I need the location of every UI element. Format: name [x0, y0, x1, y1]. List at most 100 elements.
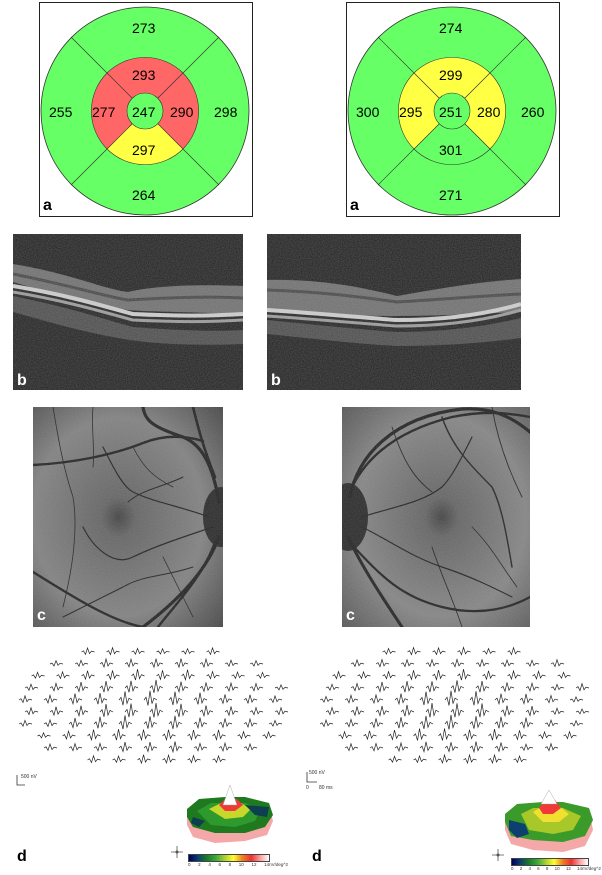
mferg-trace	[18, 719, 33, 727]
mferg-trace	[457, 669, 471, 681]
mferg-trace	[425, 658, 440, 668]
etdrs-chart-right	[347, 6, 557, 216]
mferg-trace	[174, 681, 189, 694]
mferg-trace	[550, 683, 565, 692]
mferg-trace	[413, 754, 427, 764]
mferg-trace	[538, 730, 552, 740]
fundus-image-left: c	[33, 407, 223, 627]
etdrs-chart-left	[40, 6, 250, 216]
scale-amplitude-left: 500 nV	[21, 774, 37, 780]
mferg-trace	[319, 718, 334, 728]
mferg-trace	[494, 693, 509, 706]
mferg-trace	[438, 728, 452, 741]
outer-right-value: 298	[214, 104, 238, 120]
mferg-trace	[507, 646, 521, 656]
mferg-trace	[350, 658, 365, 668]
inner-inferior	[413, 110, 491, 165]
mferg-trace	[74, 682, 89, 693]
mferg-trace	[262, 730, 276, 740]
mferg-trace	[218, 694, 233, 705]
mferg-trace	[43, 742, 58, 752]
etdrs-map-left: 273 255 298 264 293 277 290 297 247 a	[39, 2, 253, 217]
mferg-trace	[532, 669, 546, 680]
inner-superior	[106, 57, 184, 112]
mferg-trace	[274, 706, 289, 716]
mferg-trace	[118, 691, 133, 706]
mferg-trace	[500, 658, 515, 668]
mferg-trace	[168, 741, 183, 754]
mferg-trace	[156, 647, 170, 655]
oct-image-left	[13, 234, 243, 390]
mferg-trace	[43, 693, 58, 704]
mferg-trace	[325, 683, 340, 692]
mferg-trace	[68, 693, 83, 706]
mferg-trace	[513, 755, 527, 764]
mferg-trace	[419, 741, 434, 753]
mferg-trace	[174, 703, 189, 718]
mferg-trace	[344, 718, 359, 728]
mferg-trace-array-right	[319, 646, 590, 765]
mferg-trace	[43, 718, 58, 728]
mferg-trace	[49, 682, 64, 692]
mferg-trace	[432, 646, 446, 656]
oct-scan-right: b	[267, 234, 521, 390]
panel-label-b-left: b	[17, 372, 27, 389]
mferg-trace	[181, 647, 195, 655]
mferg-trace	[375, 681, 390, 693]
outer-inferior-value: 264	[132, 187, 156, 203]
mferg-trace	[93, 742, 108, 752]
mferg-trace	[544, 719, 559, 728]
mferg-trace	[469, 741, 484, 754]
mferg-trace	[68, 717, 83, 729]
mferg-trace	[68, 742, 83, 752]
mferg-trace	[149, 702, 164, 718]
mferg-trace	[363, 730, 377, 741]
scale-bar-icon	[16, 775, 25, 786]
mferg-trace	[319, 695, 334, 703]
fundus-af-right	[342, 407, 530, 627]
mferg-trace	[243, 717, 258, 729]
mferg-trace	[193, 717, 208, 730]
mferg-trace	[187, 754, 201, 764]
mferg-trace	[156, 670, 170, 681]
mferg-trace	[74, 705, 89, 718]
mferg-trace	[369, 742, 384, 752]
mferg-trace	[49, 706, 64, 717]
mferg-trace	[224, 659, 239, 668]
inner-superior-value: 293	[132, 67, 156, 83]
mferg-trace	[18, 694, 33, 704]
mferg-trace	[413, 728, 427, 741]
mferg-trace	[99, 657, 114, 669]
mferg-trace	[350, 682, 365, 692]
mferg-trace	[24, 706, 39, 716]
mferg-trace	[137, 754, 151, 765]
inner-left	[91, 72, 146, 150]
mferg-trace	[519, 693, 534, 705]
mferg-trace	[131, 669, 145, 681]
mferg-trace	[394, 693, 409, 706]
mferg-trace	[112, 729, 126, 741]
inner-superior	[413, 57, 491, 112]
outer-left-value: 300	[356, 104, 380, 120]
mferg-trace	[569, 719, 584, 727]
inner-right	[144, 72, 199, 150]
mferg-trace	[469, 716, 484, 729]
mferg-trace	[93, 693, 108, 705]
mferg-trace	[168, 715, 183, 730]
mferg-trace	[206, 646, 220, 656]
mferg-trace	[369, 718, 384, 729]
mferg-trace	[425, 703, 440, 718]
mferg-trace	[187, 729, 201, 741]
oct-image-right	[267, 234, 521, 390]
mferg-trace	[162, 729, 176, 742]
mferg-trace	[212, 754, 226, 764]
mferg-trace	[357, 670, 371, 680]
mferg-trace	[400, 658, 415, 668]
mferg-trace	[525, 705, 540, 717]
mferg-trace	[388, 730, 402, 741]
inner-left-value: 295	[399, 104, 423, 120]
inner-inferior-value: 301	[439, 142, 463, 158]
mferg-trace	[482, 647, 496, 655]
mferg-trace	[575, 708, 590, 715]
mferg-trace	[274, 683, 289, 691]
